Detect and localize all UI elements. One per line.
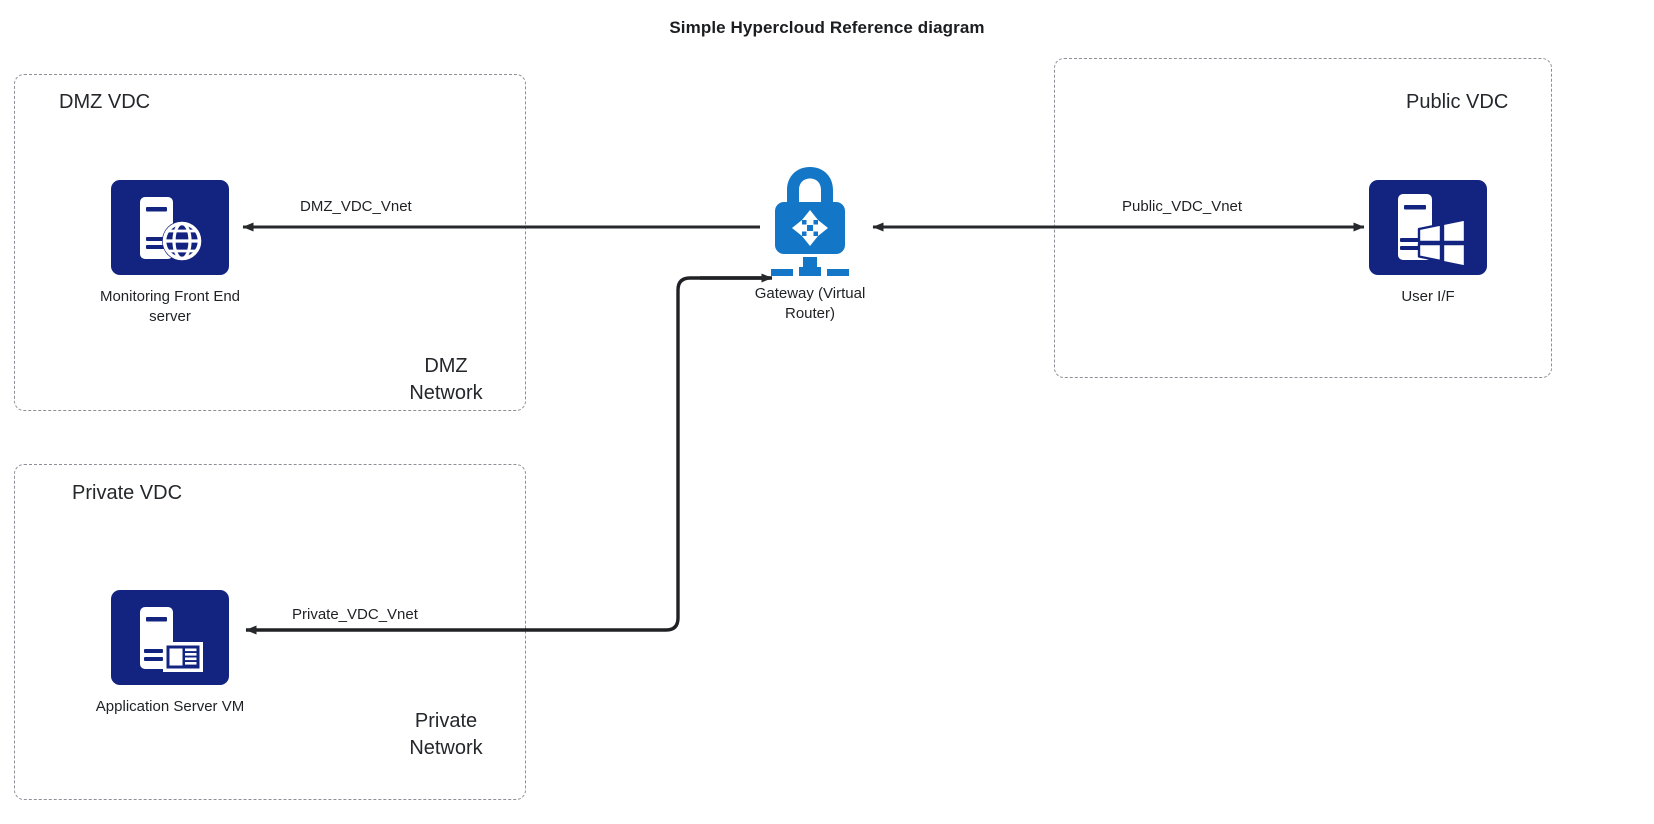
- container-dmz-vdc: [14, 74, 526, 411]
- node-caption-userif: User I/F: [1401, 288, 1455, 305]
- node-application-server-vm[interactable]: Application Server VM: [50, 590, 290, 717]
- network-label-private: Private Network: [409, 710, 483, 759]
- node-caption-monitoring: Monitoring Front End server: [99, 288, 241, 325]
- node-caption-gateway: Gateway (Virtual Router): [754, 285, 866, 322]
- diagram-title: Simple Hypercloud Reference diagram: [669, 18, 985, 37]
- node-user-if[interactable]: User I/F: [1308, 180, 1548, 307]
- edge-label-dmz-vnet: DMZ_VDC_Vnet: [300, 198, 412, 215]
- container-title-private: Private VDC: [72, 482, 183, 504]
- server-windows-icon: [1369, 180, 1487, 275]
- server-globe-icon: [111, 180, 229, 275]
- container-title-public: Public VDC: [1406, 91, 1509, 113]
- edge-label-private-vnet: Private_VDC_Vnet: [292, 606, 418, 623]
- container-title-dmz: DMZ VDC: [59, 91, 151, 113]
- node-monitoring-front-end-server[interactable]: Monitoring Front End server: [50, 180, 290, 327]
- container-public-vdc: [1054, 58, 1552, 378]
- container-private-vdc: [14, 464, 526, 800]
- edge-label-public-vnet: Public_VDC_Vnet: [1122, 198, 1243, 215]
- server-vm-icon: [111, 590, 229, 685]
- network-label-dmz: DMZ Network: [409, 355, 483, 404]
- node-gateway-virtual-router[interactable]: Gateway (Virtual Router): [680, 164, 940, 324]
- node-caption-appserver: Application Server VM: [95, 698, 245, 715]
- lock-router-icon: [765, 167, 855, 280]
- connector-private-vnet-elbow: [245, 276, 770, 635]
